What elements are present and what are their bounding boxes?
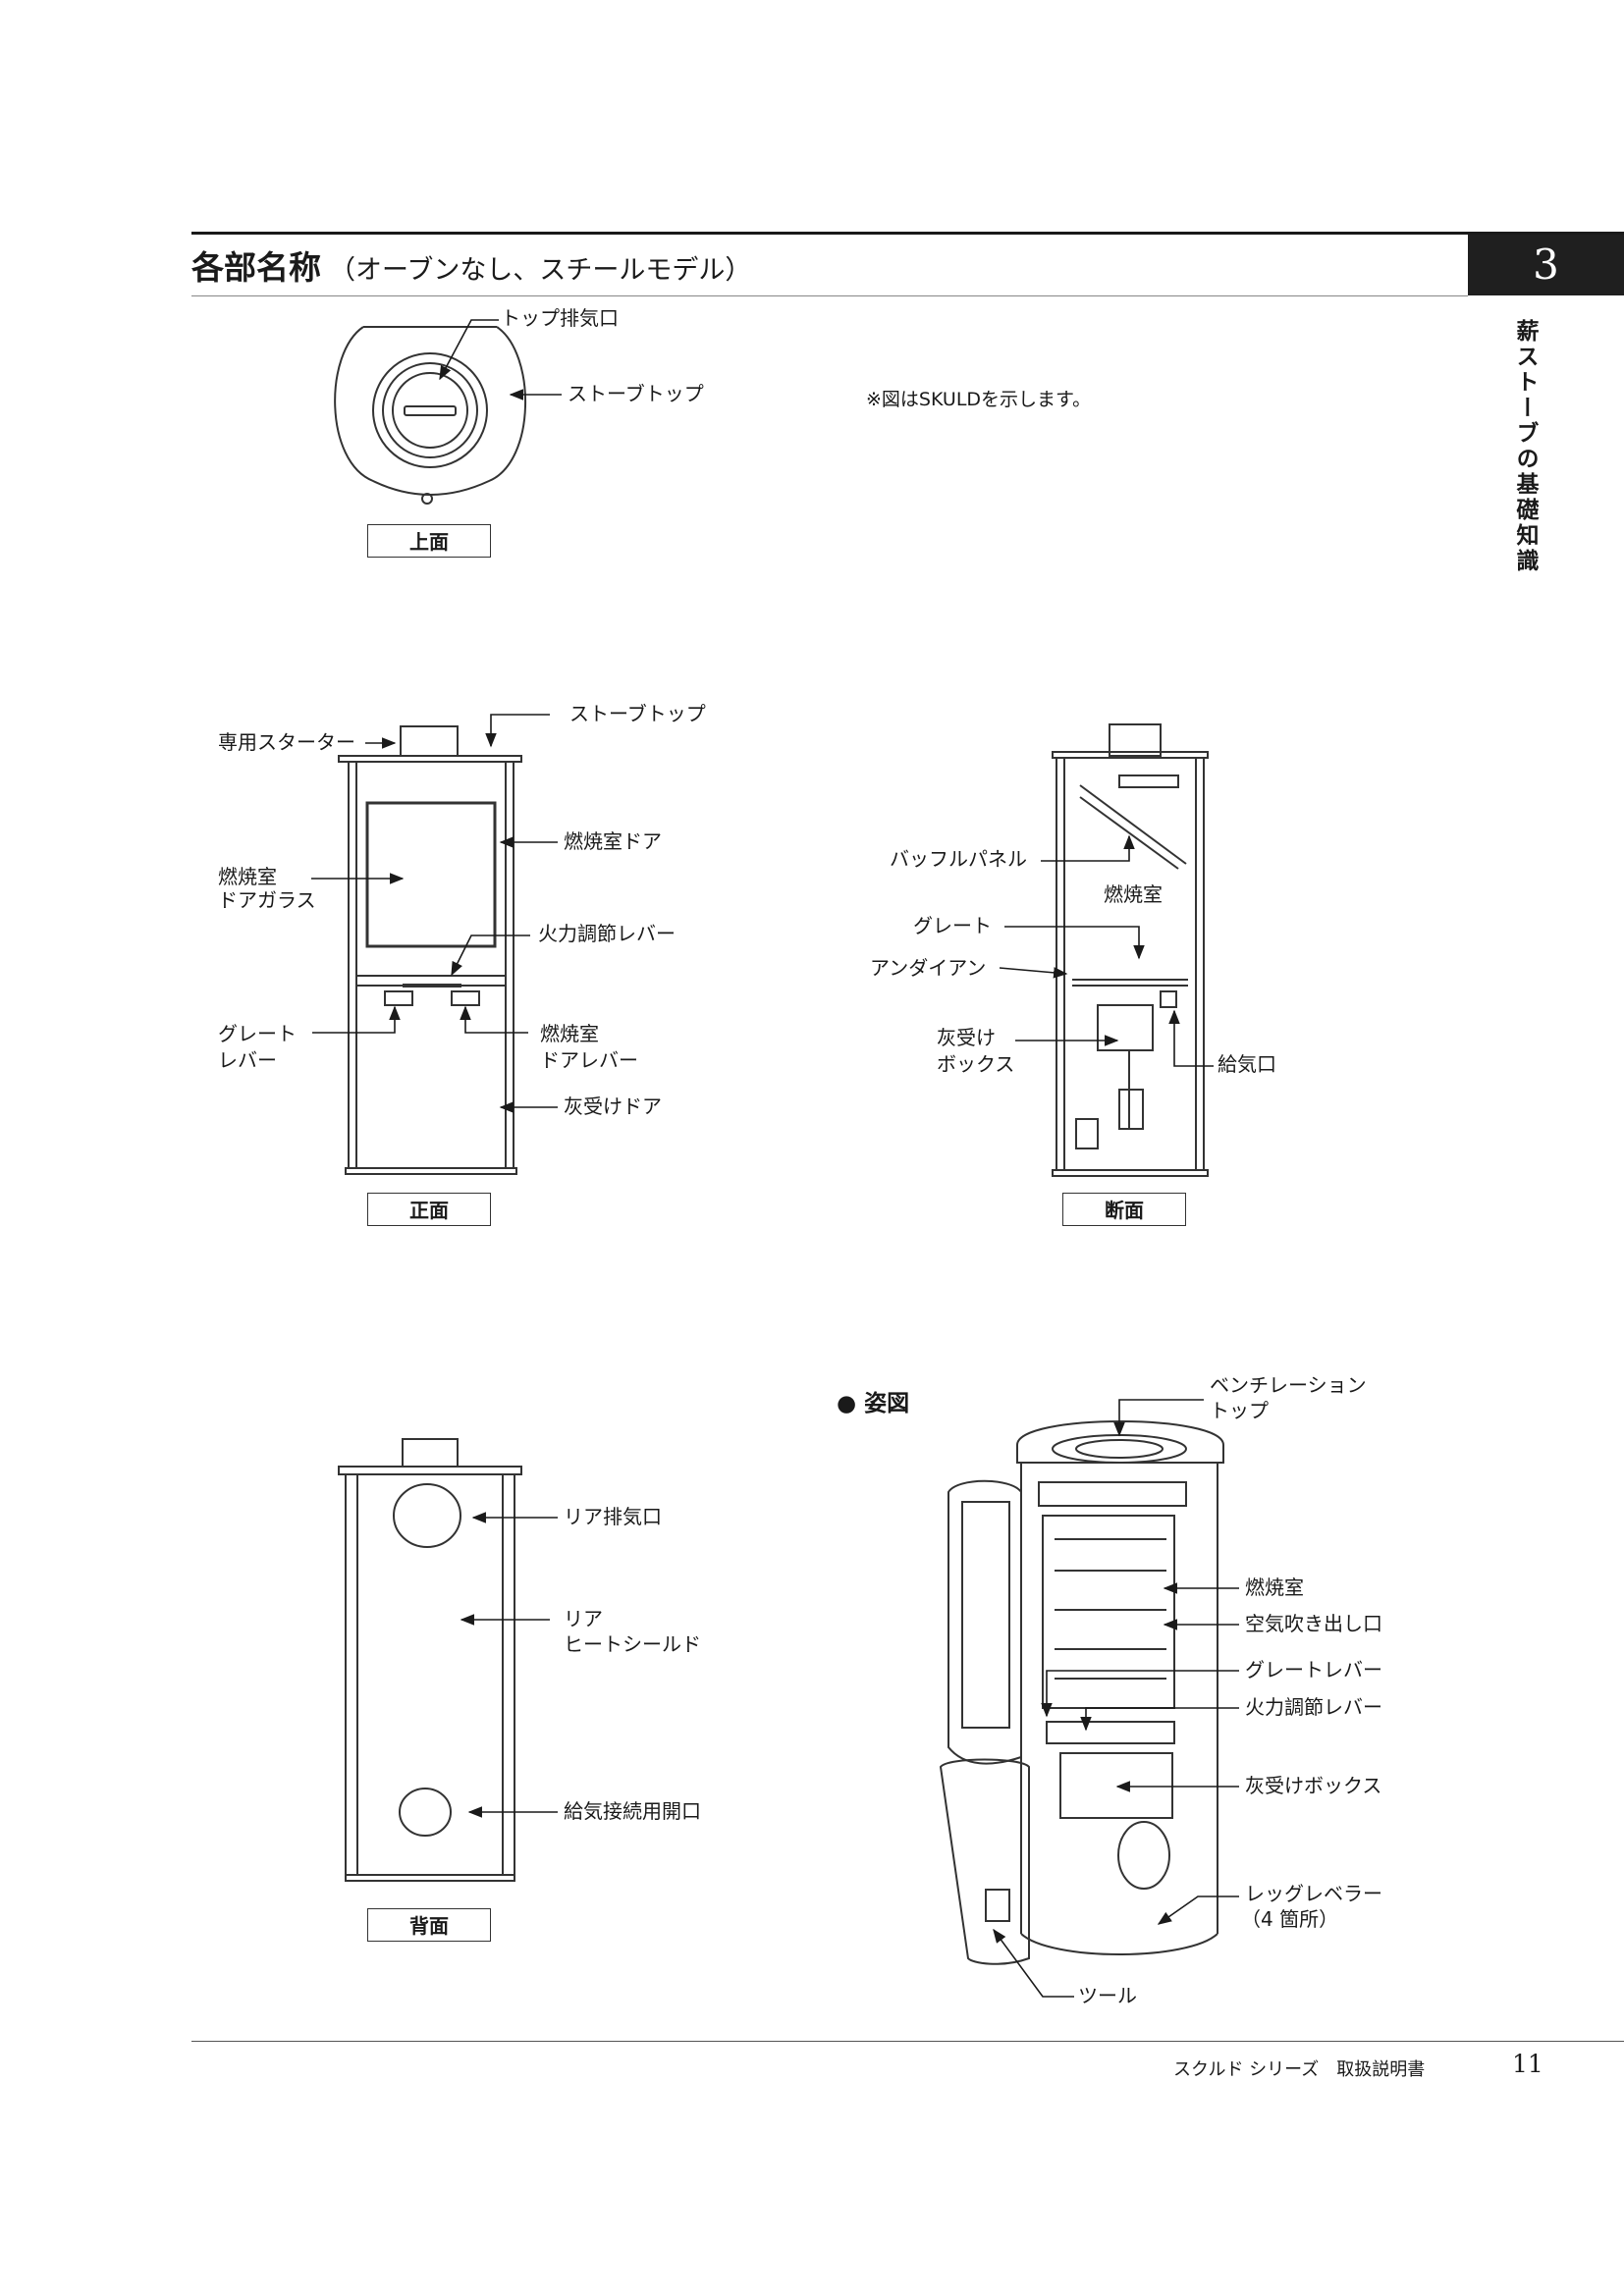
- label-ash-box-1: 灰受け: [937, 1026, 996, 1049]
- iso-heading: ● 姿図: [837, 1391, 910, 1416]
- label-ash-box-2: ボックス: [937, 1052, 1015, 1076]
- caption-back-view: 背面: [367, 1908, 491, 1942]
- header-rule: [191, 232, 1624, 235]
- label-grate-lever-2: レバー: [218, 1048, 277, 1072]
- caption-top-view: 上面: [367, 524, 491, 558]
- chapter-vertical-title: 薪ストーブの基礎知識: [1512, 319, 1539, 574]
- label-leg-leveler-2: （4 箇所）: [1241, 1907, 1339, 1931]
- label-top-stove-top: ストーブトップ: [568, 382, 704, 405]
- label-leg-leveler-1: レッグレベラー: [1245, 1882, 1382, 1905]
- label-section-chamber: 燃焼室: [1104, 882, 1163, 906]
- label-rear-exhaust: リア排気口: [564, 1505, 662, 1528]
- label-vent-top-2: トップ: [1210, 1399, 1269, 1422]
- model-note: ※図はSKULDを示します。: [866, 389, 1092, 410]
- label-starter: 専用スターター: [218, 730, 355, 754]
- top-view-drawing: [334, 326, 527, 505]
- label-rear-shield-2: ヒートシールド: [564, 1632, 701, 1656]
- header-underline: [191, 295, 1468, 296]
- label-andiron: アンダイアン: [870, 956, 987, 980]
- label-iso-chamber: 燃焼室: [1245, 1575, 1304, 1599]
- label-air-connect: 給気接続用開口: [564, 1799, 701, 1823]
- label-top-exhaust: トップ排気口: [501, 306, 619, 330]
- label-iso-air-lever: 火力調節レバー: [1245, 1695, 1382, 1719]
- back-view-drawing: [338, 1438, 522, 1882]
- caption-section-view: 断面: [1062, 1193, 1186, 1226]
- section-view-drawing: [1052, 723, 1209, 1177]
- label-tool: ツール: [1078, 1984, 1137, 2007]
- label-door-lever-1: 燃焼室: [540, 1022, 599, 1045]
- label-air-outlet: 空気吹き出し口: [1245, 1612, 1382, 1635]
- leader-lines: [311, 319, 1239, 1998]
- label-baffle-panel: バッフルパネル: [890, 847, 1027, 871]
- footer-rule: [191, 2041, 1624, 2042]
- label-ash-door: 灰受けドア: [564, 1095, 662, 1118]
- page-number: 11: [1512, 2050, 1543, 2078]
- label-chamber-door: 燃焼室ドア: [564, 829, 662, 853]
- iso-view-drawing: [939, 1420, 1224, 1965]
- label-iso-grate-lever: グレートレバー: [1245, 1658, 1382, 1682]
- label-door-glass-2: ドアガラス: [218, 888, 316, 912]
- page-title: 各部名称 （オーブンなし、スチールモデル）: [191, 241, 751, 289]
- label-grate: グレート: [913, 914, 992, 937]
- label-door-glass-1: 燃焼室: [218, 865, 277, 888]
- label-grate-lever-1: グレート: [218, 1022, 297, 1045]
- title-main: 各部名称: [191, 248, 321, 287]
- chapter-tab: 3: [1468, 235, 1624, 295]
- label-vent-top-1: ベンチレーション: [1210, 1373, 1367, 1397]
- front-view-drawing: [338, 725, 522, 1175]
- label-air-lever-front: 火力調節レバー: [538, 922, 676, 945]
- title-subtitle: （オーブンなし、スチールモデル）: [329, 255, 752, 286]
- label-front-stove-top: ストーブトップ: [569, 702, 706, 725]
- caption-front-view: 正面: [367, 1193, 491, 1226]
- label-iso-ash-box: 灰受けボックス: [1245, 1774, 1382, 1797]
- label-door-lever-2: ドアレバー: [540, 1048, 638, 1072]
- label-air-inlet: 給気口: [1218, 1052, 1276, 1076]
- footer-manual-title: スクルド シリーズ 取扱説明書: [1173, 2059, 1426, 2080]
- label-rear-shield-1: リア: [564, 1607, 603, 1630]
